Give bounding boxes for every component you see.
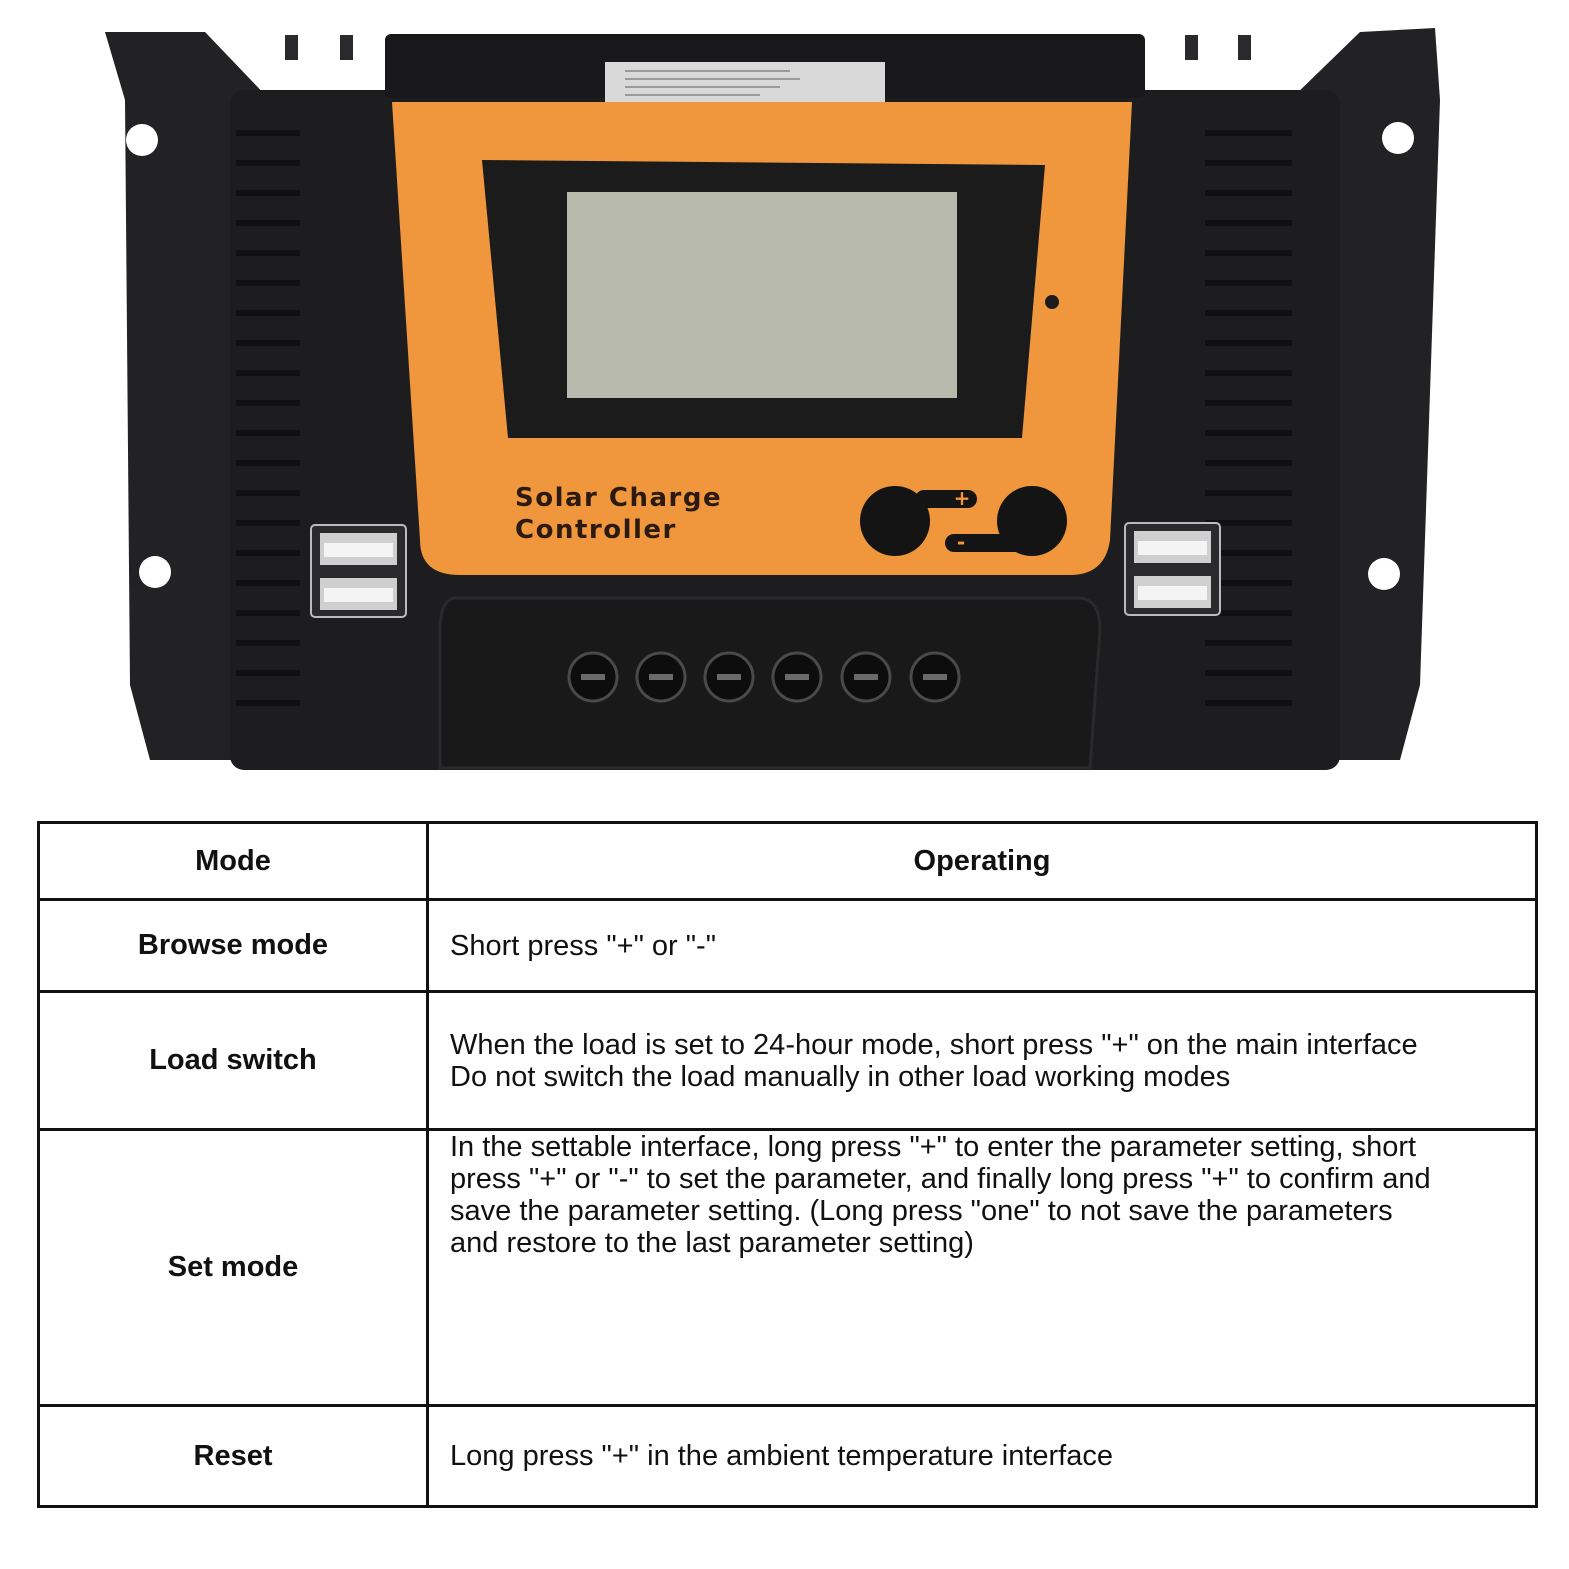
operating-line: In the settable interface, long press "+… [450,1131,1417,1163]
cooling-fin [236,370,300,376]
terminal-screw-slot [717,674,741,680]
cooling-fin [1205,430,1292,436]
mounting-hole-top-right [1382,122,1414,154]
cooling-fin [236,430,300,436]
mounting-hole-bottom-left [139,556,171,588]
cooling-fin [236,580,300,586]
left-cooling-fins [236,130,300,706]
mode-cell: Set mode [37,1128,429,1407]
operating-line: and restore to the last parameter settin… [450,1227,974,1259]
cooling-fin [236,550,300,556]
operating-line: Short press "+" or "-" [450,929,717,962]
mounting-hole-bottom-right [1368,558,1400,590]
table-row: Browse mode Short press "+" or "-" [37,898,1538,993]
operating-line: press "+" or "-" to set the parameter, a… [450,1163,1431,1195]
table-row: Set mode In the settable interface, long… [37,1128,1538,1407]
cooling-fin [1205,220,1292,226]
plus-button[interactable] [860,486,930,556]
cooling-fin [1205,280,1292,286]
status-led [1045,295,1059,309]
cooling-fin [1205,340,1292,346]
table-row: Reset Long press "+" in the ambient temp… [37,1404,1538,1508]
device-label-line2: Controller [515,515,677,545]
cooling-fin [236,250,300,256]
cooling-fin [1205,400,1292,406]
cooling-fin [236,670,300,676]
terminal-block [438,596,1102,770]
operating-cell: In the settable interface, long press "+… [426,1128,1538,1407]
cooling-fin [236,280,300,286]
terminal-screw-slot [649,674,673,680]
mounting-hole-top-left [126,124,158,156]
cooling-fin [1205,640,1292,646]
terminal-screw-slot [923,674,947,680]
cooling-fin [1205,580,1292,586]
cooling-fin [236,220,300,226]
operating-cell: Short press "+" or "-" [426,898,1538,993]
operating-line: save the parameter setting. (Long press … [450,1195,1393,1227]
cooling-fin [1205,190,1292,196]
operating-line: Long press "+" in the ambient temperatur… [450,1440,1113,1472]
cooling-fin [1205,700,1292,706]
cooling-fin [236,610,300,616]
operating-cell: When the load is set to 24-hour mode, sh… [426,990,1538,1131]
header-operating: Operating [426,821,1538,901]
operating-cell: Long press "+" in the ambient temperatur… [426,1404,1538,1508]
table-row: Load switch When the load is set to 24-h… [37,990,1538,1131]
operating-modes-table: Mode Operating Browse mode Short press "… [37,821,1538,1508]
terminal-screw-slot [854,674,878,680]
cooling-fin [236,490,300,496]
cooling-fin [236,310,300,316]
terminal-screws [567,651,961,703]
mode-cell: Browse mode [37,898,429,993]
table-header-row: Mode Operating [37,821,1538,901]
cooling-fin [1205,130,1292,136]
plus-symbol: + [954,486,971,510]
operating-line: Do not switch the load manually in other… [450,1060,1231,1093]
header-mode: Mode [37,821,429,901]
device-label-line1: Solar Charge [515,483,722,513]
cooling-fin [1205,490,1292,496]
spec-sticker-lines [625,70,800,96]
cooling-fin [236,160,300,166]
cooling-fin [236,700,300,706]
usb-ports-right [1124,522,1221,616]
minus-symbol: - [957,530,965,554]
cooling-fin [1205,310,1292,316]
cooling-fin [236,400,300,406]
mode-cell: Reset [37,1404,429,1508]
right-cooling-fins [1205,130,1292,706]
solar-charge-controller-photo: Solar Charge Controller + - [105,28,1440,770]
cooling-fin [236,130,300,136]
mode-cell: Load switch [37,990,429,1131]
cooling-fin [1205,250,1292,256]
terminal-screw-slot [581,674,605,680]
operating-line: When the load is set to 24-hour mode, sh… [450,1028,1418,1061]
cooling-fin [1205,550,1292,556]
usb-ports-left [310,524,407,618]
cooling-fin [236,340,300,346]
cooling-fin [236,520,300,526]
minus-indicator-bar [945,534,1025,552]
cooling-fin [1205,460,1292,466]
cooling-fin [1205,670,1292,676]
lcd-screen [567,192,957,398]
cooling-fin [1205,610,1292,616]
cooling-fin [236,460,300,466]
plus-indicator-bar [915,490,977,508]
terminal-screw-slot [785,674,809,680]
cooling-fin [236,190,300,196]
cooling-fin [1205,520,1292,526]
cooling-fin [1205,370,1292,376]
cooling-fin [1205,160,1292,166]
cooling-fin [236,640,300,646]
